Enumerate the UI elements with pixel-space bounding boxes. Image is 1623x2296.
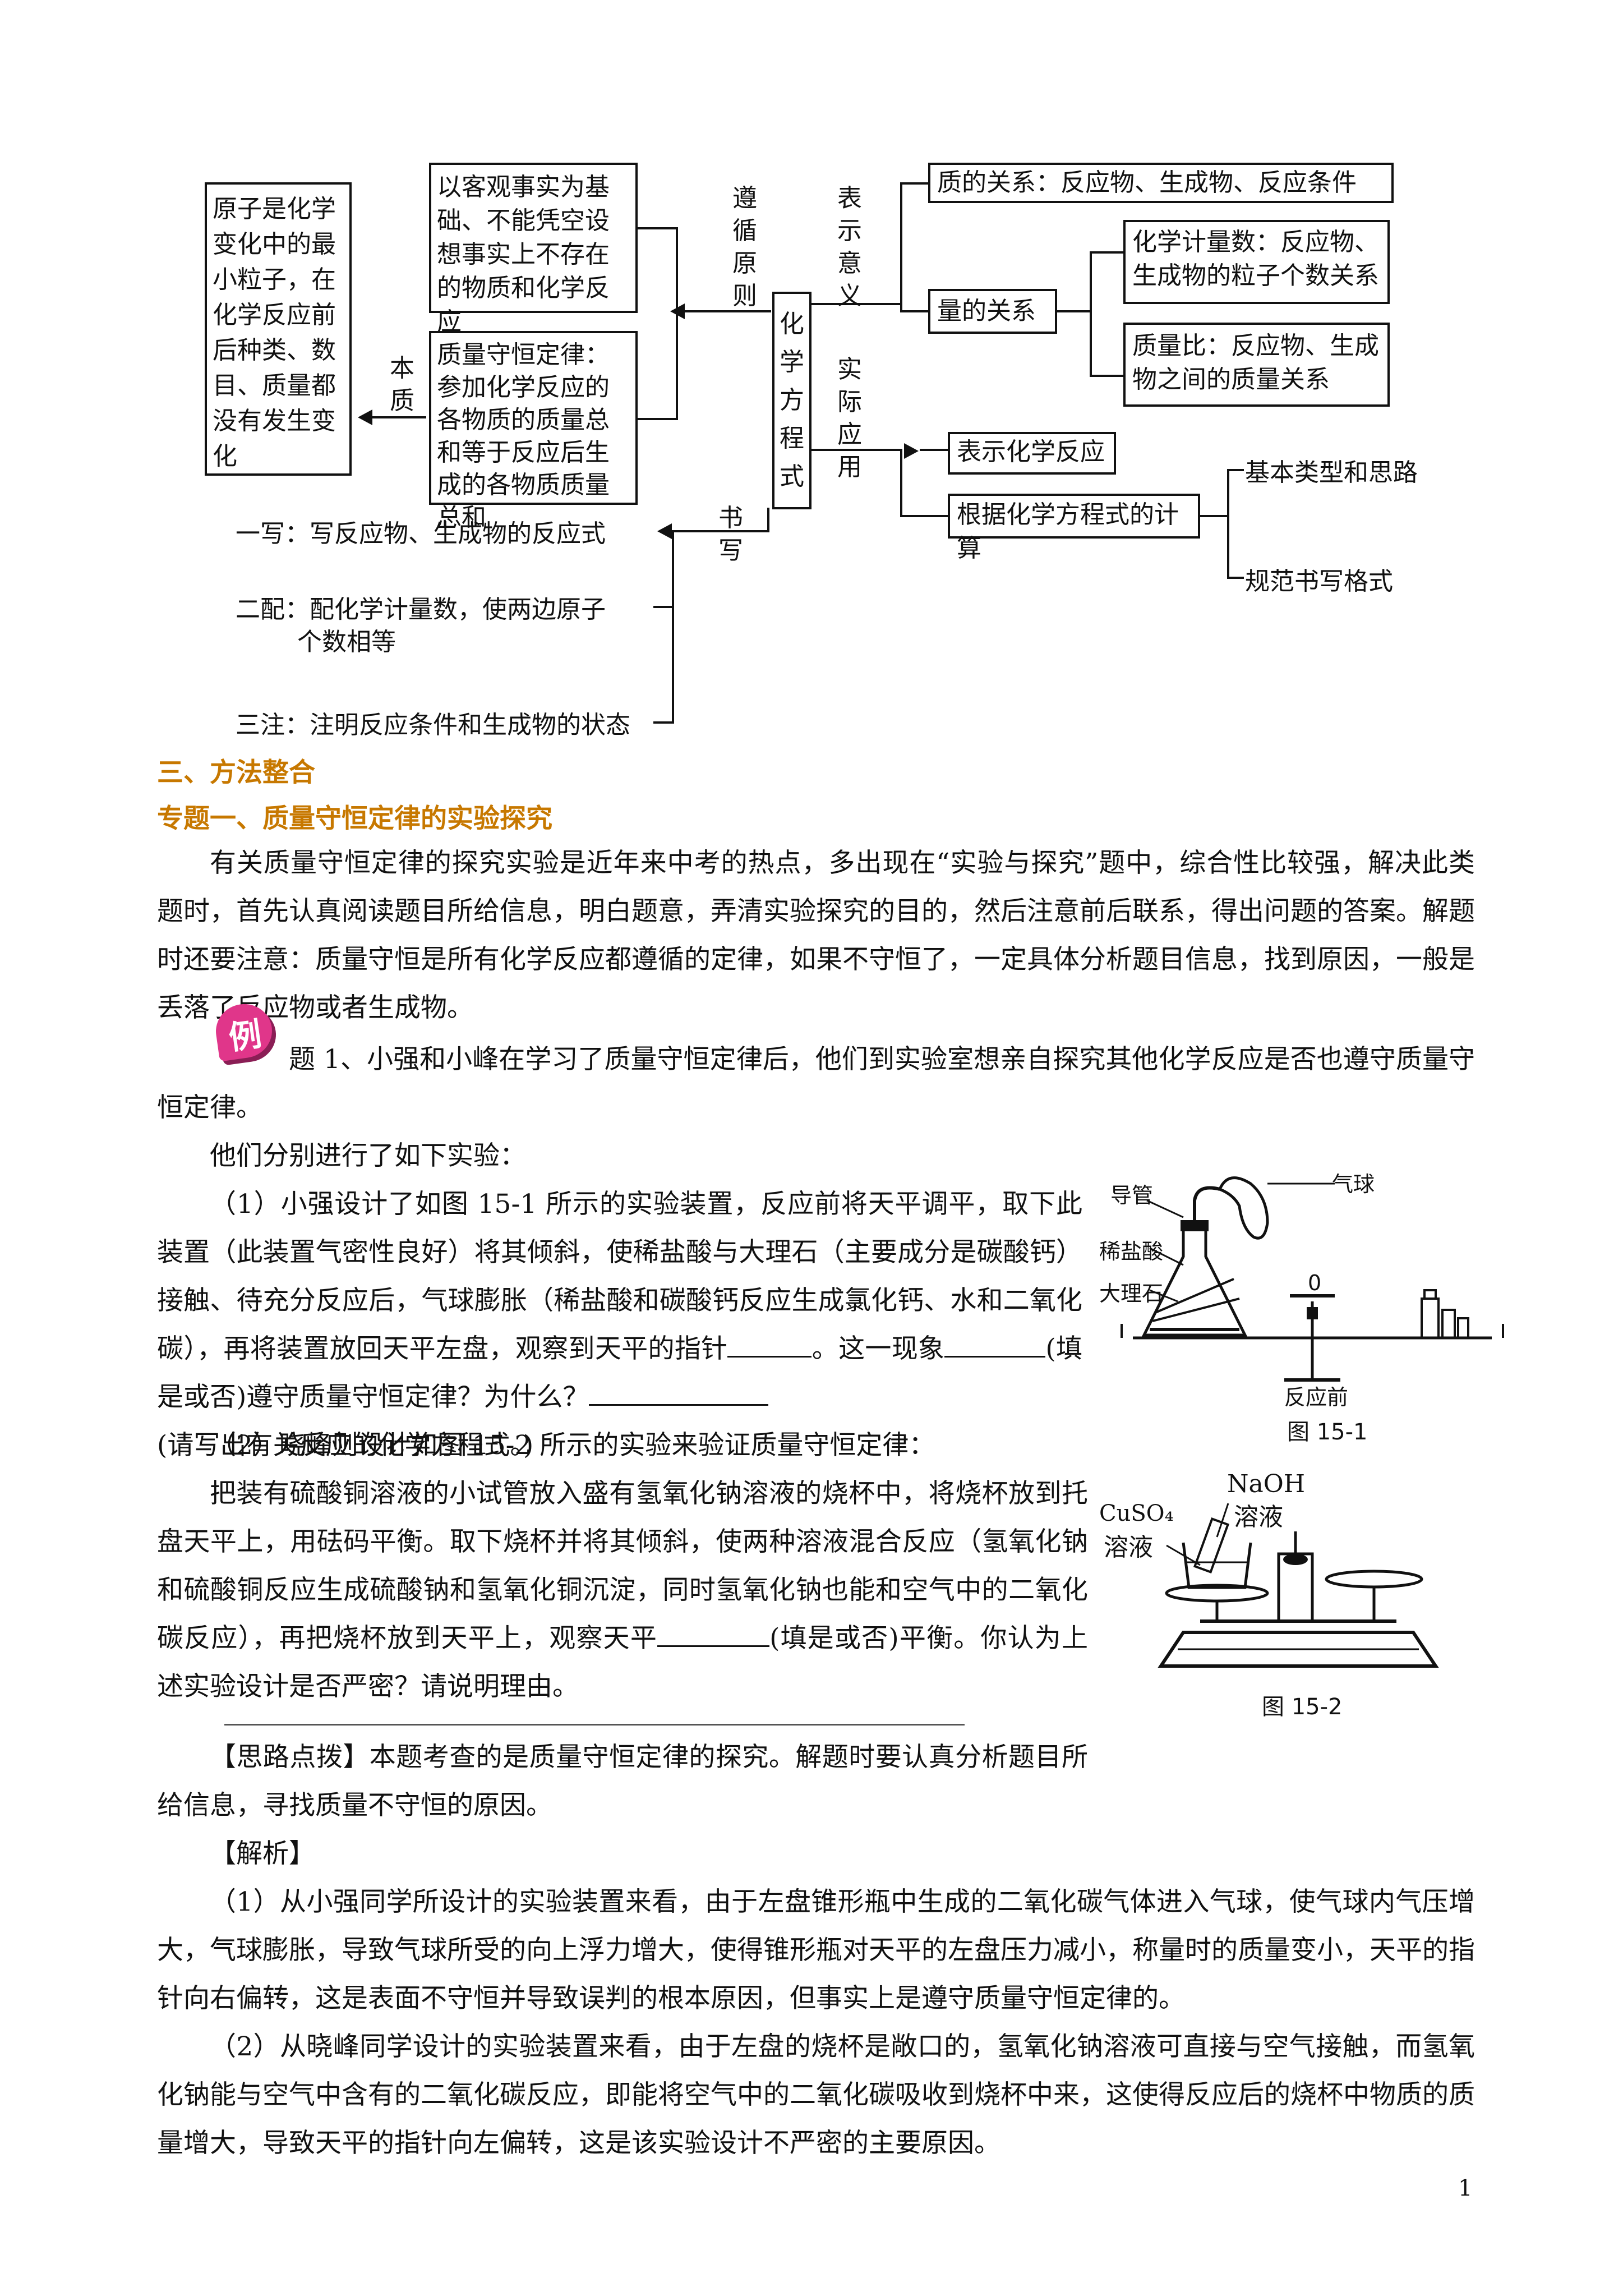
analysis-label: 【解析】: [210, 1838, 315, 1869]
intro-paragraph: 有关质量守恒定律的探究实验是近年来中考的热点，多出现在“实验与探究”题中，综合性…: [157, 848, 1475, 1023]
app-bottom: [900, 515, 951, 517]
caption-15-1: 图 15-1: [1287, 1419, 1368, 1445]
part1-text-c: (填是或否)遵守质量守恒定律？为什么？: [157, 1333, 1083, 1412]
atom-box: 原子是化学变化中的最小粒子，在化学反应前后种类、数目、质量都没有发生变化: [205, 182, 352, 476]
mass-ratio-box: 质量比：反应物、生成物之间的质量关系: [1123, 323, 1390, 407]
law-box: 质量守恒定律：参加化学反应的各物质的质量总和等于反应后生成的各物质质量总和: [429, 331, 638, 532]
caption-15-2: 图 15-2: [1262, 1694, 1343, 1720]
bracket-bottom: [638, 418, 677, 420]
label-cuso4: CuSO₄: [1099, 1501, 1174, 1526]
section-heading: 三、方法整合: [157, 757, 315, 788]
figure-15-2-drawing: [1158, 1503, 1439, 1668]
page-number: 1: [1458, 2175, 1473, 2201]
meaning-bottom: [900, 310, 928, 312]
write1-text: 一写：写反应物、生成物的反应式: [236, 519, 606, 548]
figure-15-1: 导管 气球 稀盐酸 大理石 0 反应前 图 15-1: [1099, 1167, 1520, 1447]
label-balloon: 气球: [1332, 1172, 1375, 1197]
answer-blank-pointer[interactable]: [727, 1333, 812, 1358]
app1-box: 表示化学反应: [948, 432, 1116, 475]
meaning-vertical: [900, 182, 902, 311]
arrowhead-benzhi: [358, 409, 372, 425]
question1: 题 1、小强和小峰在学习了质量守恒定律后，他们到实验室想亲自探究其他化学反应是否…: [157, 1044, 1475, 1123]
label-zero: 0: [1308, 1271, 1322, 1295]
bracket-vertical: [676, 227, 678, 420]
quant-vertical: [1090, 251, 1092, 376]
calc-line: [1200, 515, 1228, 517]
app-to-first: [920, 449, 951, 451]
bracket-mid: [676, 310, 771, 312]
app-line: [811, 449, 901, 451]
arrowhead-app: [904, 443, 919, 459]
arrow-benzhi: [370, 416, 426, 418]
label-marble: 大理石: [1099, 1281, 1164, 1306]
quant-relation-box: 量的关系: [928, 289, 1057, 334]
quant-top: [1090, 251, 1123, 254]
part1-text-d: (请写出有关反应的化学方程式。): [157, 1430, 534, 1461]
label-acid: 稀盐酸: [1099, 1239, 1164, 1264]
calc-top: [1227, 469, 1244, 471]
answer-line[interactable]: [224, 1724, 965, 1726]
write-line: [673, 530, 768, 532]
quant-bottom: [1090, 375, 1123, 377]
app2-box: 根据化学方程式的计算: [948, 494, 1200, 563]
part1-text-b: 。这一现象: [811, 1333, 945, 1364]
part2-text-c: (填是或否)平衡。你认为上述实验设计是否严密？请说明理由。: [157, 1623, 1088, 1702]
part2: 把装有硫酸铜溶液的小试管放入盛有氢氧化钠溶液的烧杯中，将烧杯放到托盘天平上，用砝…: [157, 1470, 1088, 1711]
arrowhead-write: [657, 523, 672, 539]
write-bottom: [653, 721, 674, 724]
answer-blank-reason[interactable]: [589, 1382, 769, 1406]
answer-blank-balance[interactable]: [657, 1623, 770, 1647]
analysis2: （2）从晓峰同学设计的实验装置来看，由于左盘的烧杯是敞口的，氢氧化钠溶液可直接与…: [157, 2031, 1475, 2159]
calc1-text: 基本类型和思路: [1245, 458, 1418, 487]
label-before: 反应前: [1284, 1385, 1349, 1410]
coef-box: 化学计量数：反应物、生成物的粒子个数关系: [1123, 220, 1390, 304]
label-cuso4-solution: 溶液: [1104, 1533, 1153, 1562]
label-naoh: NaOH: [1227, 1470, 1306, 1498]
part2-text-b: 把装有硫酸铜溶液的小试管放入盛有氢氧化钠溶液的烧杯中，将烧杯放到托盘天平上，用砝…: [157, 1478, 1088, 1654]
figure-15-2: NaOH 溶液 CuSO₄ 溶液 图 15-2: [1099, 1470, 1520, 1739]
app-vertical: [900, 449, 902, 516]
calc2-text: 规范书写格式: [1245, 567, 1393, 596]
label-biaoshi: 表示意义: [837, 184, 862, 310]
calc-bottom: [1227, 577, 1244, 579]
intro2: 他们分别进行了如下实验：: [210, 1140, 526, 1171]
topic-heading: 专题一、质量守恒定律的实验探究: [157, 803, 552, 834]
part2-title: （2）晓峰则设计如图 15-2 所示的实验来验证质量守恒定律：: [210, 1430, 935, 1461]
write-vertical: [672, 530, 674, 724]
label-tube: 导管: [1110, 1183, 1154, 1208]
center-box: 化学方程式: [772, 292, 811, 509]
answer-blank-comply[interactable]: [944, 1333, 1046, 1358]
write3-text: 三注：注明反应条件和生成物的状态: [236, 711, 630, 739]
meaning-top: [900, 182, 928, 185]
line-to-meaning: [811, 303, 901, 305]
arrowhead-zunxun: [670, 303, 685, 319]
figure-15-1-drawing: [1121, 1176, 1504, 1382]
write2a-text: 二配：配化学计量数，使两边原子: [236, 595, 606, 624]
write-line-up: [767, 508, 769, 532]
mass-relation-box: 质的关系：反应物、生成物、反应条件: [928, 163, 1394, 203]
part1-text-a: （1）小强设计了如图 15-1 所示的实验装置，反应前将天平调平，取下此装置（此…: [157, 1189, 1082, 1364]
analysis1: （1）从小强同学所设计的实验装置来看，由于左盘锥形瓶中生成的二氧化碳气体进入气球…: [157, 1887, 1475, 2014]
bracket-top: [638, 227, 677, 229]
label-benzhi: 本质: [390, 354, 414, 415]
label-shuxie: 书写: [718, 504, 743, 565]
label-zunxun: 遵循原则: [732, 184, 757, 310]
quant-line: [1057, 310, 1091, 312]
hint-paragraph: 【思路点拨】本题考查的是质量守恒定律的探究。解题时要认真分析题目所给信息，寻找质…: [157, 1742, 1088, 1821]
label-shiji: 实际应用: [837, 355, 862, 481]
write-mid: [653, 606, 674, 608]
write2b-text: 个数相等: [297, 628, 396, 656]
label-naoh-solution: 溶液: [1234, 1503, 1283, 1531]
part1: （1）小强设计了如图 15-1 所示的实验装置，反应前将天平调平，取下此装置（此…: [157, 1180, 1082, 1470]
fact-box: 以客观事实为基础、不能凭空设想事实上不存在的物质和化学反应: [429, 163, 638, 336]
calc-vertical: [1227, 469, 1229, 579]
